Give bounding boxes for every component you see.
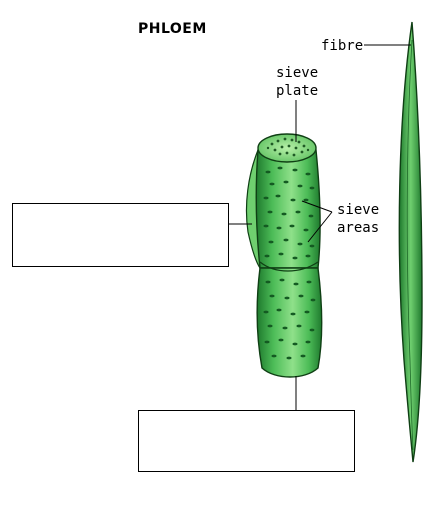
sieve-plate [258,134,316,162]
answer-box-sieve-tube[interactable] [138,410,355,472]
sieve-tube-element-upper [256,150,320,268]
diagram-title: PHLOEM [138,21,207,37]
sieve-areas-label-line1: sieve [337,202,379,218]
sieve-plate-label-line1: sieve [276,65,318,81]
sieve-plate-label-line2: plate [276,83,318,99]
answer-box-companion-cell[interactable] [12,203,229,267]
sieve-tube-element-lower [257,268,322,377]
sieve-areas-label-line2: areas [337,220,379,236]
fibre-label: fibre [321,38,363,54]
